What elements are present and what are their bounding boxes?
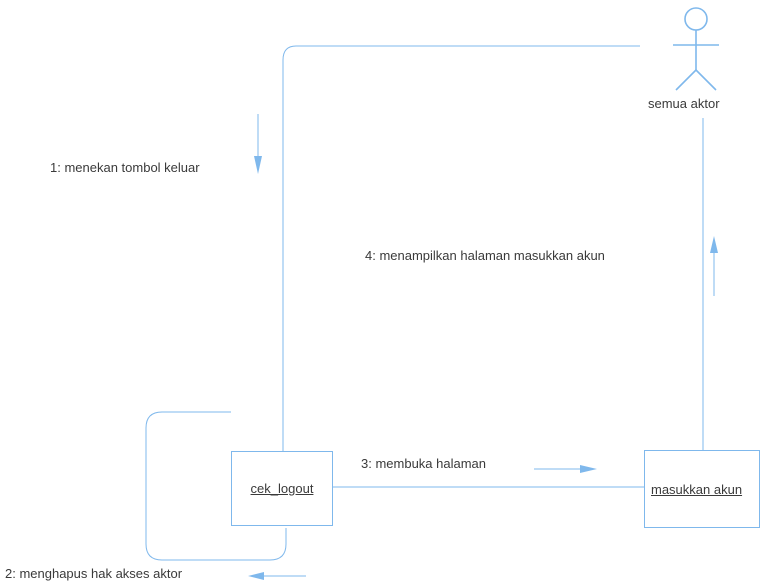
message-arrow-1 (254, 114, 262, 174)
actor-stick-figure (673, 7, 719, 91)
message-label-1: 1: menekan tombol keluar (50, 160, 200, 175)
message-arrow-2 (248, 572, 306, 580)
object-masukkan-akun[interactable]: masukkan akun (644, 450, 760, 528)
message-arrow-3 (534, 465, 597, 473)
actor-left-leg (675, 69, 697, 91)
message-arrow-4 (710, 236, 718, 296)
object-masukkan-akun-label: masukkan akun (651, 481, 743, 497)
object-cek-logout[interactable]: cek_logout (231, 451, 333, 526)
object-cek-logout-label: cek_logout (250, 481, 314, 496)
actor-head (684, 7, 708, 31)
message-label-4: 4: menampilkan halaman masukkan akun (365, 248, 605, 263)
link-self-cek-logout (145, 411, 287, 561)
actor-label: semua aktor (648, 96, 720, 111)
actor-right-leg (695, 69, 717, 91)
message-label-3: 3: membuka halaman (361, 456, 487, 471)
link-actor-cek-logout (282, 45, 640, 452)
message-label-2: 2: menghapus hak akses aktor (5, 566, 183, 581)
